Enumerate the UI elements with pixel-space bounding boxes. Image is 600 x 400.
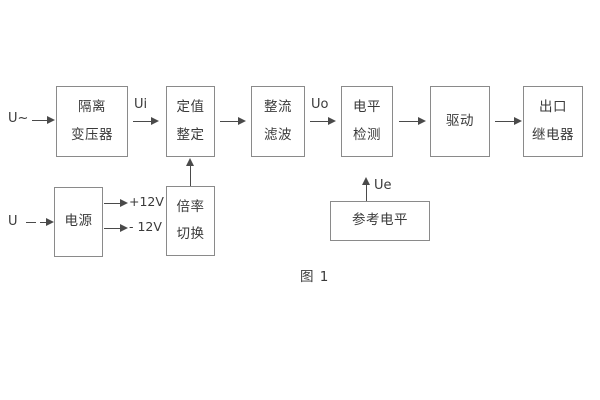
arrowhead-supply-negative [120,223,128,232]
block-setting-value-line-1: 定值 [176,99,205,115]
supply-positive-label: +12V [129,194,164,209]
arrowhead-supply-positive [120,198,128,207]
connector-multiplier-to-setting-line [190,165,191,186]
block-reference-level-line-1: 参考电平 [352,212,408,229]
block-isolation-transformer: 隔离 变压器 [56,86,128,157]
arrowhead-setting-to-rectify [238,116,246,125]
connector-reference-to-level-line [366,184,367,201]
input-ac-label: U~ [8,111,29,126]
connector-input-dc-dash-2 [40,222,47,223]
arrowhead-multiplier-to-setting [185,158,194,166]
block-multiplier-switch: 倍率 切换 [166,186,215,256]
signal-ue-label: Ue [374,178,392,193]
signal-uo-label: Uo [311,97,329,112]
input-dc-label: U [8,214,18,229]
arrowhead-uo [328,116,336,125]
block-output-relay: 出口 继电器 [523,86,583,157]
block-power-supply: 电源 [54,187,103,257]
connector-uo-line [310,121,329,122]
block-multiplier-switch-line-2: 切换 [176,226,205,242]
connector-level-to-drive-line [399,121,419,122]
connector-setting-to-rectify-line [220,121,239,122]
block-drive: 驱动 [430,86,490,157]
arrowhead-drive-to-relay [514,116,522,125]
block-level-detection: 电平 检测 [341,86,393,157]
block-output-relay-line-2: 继电器 [532,126,574,143]
connector-supply-negative-line [104,228,121,229]
connector-input-ac-line [32,120,48,121]
block-output-relay-line-1: 出口 [539,99,567,115]
block-drive-line-1: 驱动 [446,112,474,129]
block-rectify-filter-line-2: 滤波 [264,126,292,143]
arrowhead-level-to-drive [418,116,426,125]
block-isolation-transformer-line-2: 变压器 [71,126,113,143]
block-power-supply-line-1: 电源 [64,213,93,230]
block-isolation-transformer-line-1: 隔离 [78,99,106,115]
block-level-detection-line-2: 检测 [353,126,381,143]
connector-input-dc-dash-1 [26,222,36,223]
block-rectify-filter: 整流 滤波 [251,86,305,157]
connector-ui-line [133,121,152,122]
signal-ui-label: Ui [134,97,148,112]
block-setting-value: 定值 整定 [166,86,215,157]
figure-caption: 图 1 [300,269,330,285]
connector-supply-positive-line [104,203,121,204]
block-level-detection-line-1: 电平 [353,99,381,115]
arrowhead-input-dc [46,217,54,226]
arrowhead-reference-to-level [361,177,370,185]
block-multiplier-switch-line-1: 倍率 [176,198,205,215]
block-reference-level: 参考电平 [330,201,430,241]
block-rectify-filter-line-1: 整流 [264,99,292,115]
arrowhead-ui [151,116,159,125]
arrowhead-input-ac [47,115,55,124]
connector-drive-to-relay-line [495,121,515,122]
block-setting-value-line-2: 整定 [176,126,205,143]
supply-negative-label: - 12V [129,219,162,234]
